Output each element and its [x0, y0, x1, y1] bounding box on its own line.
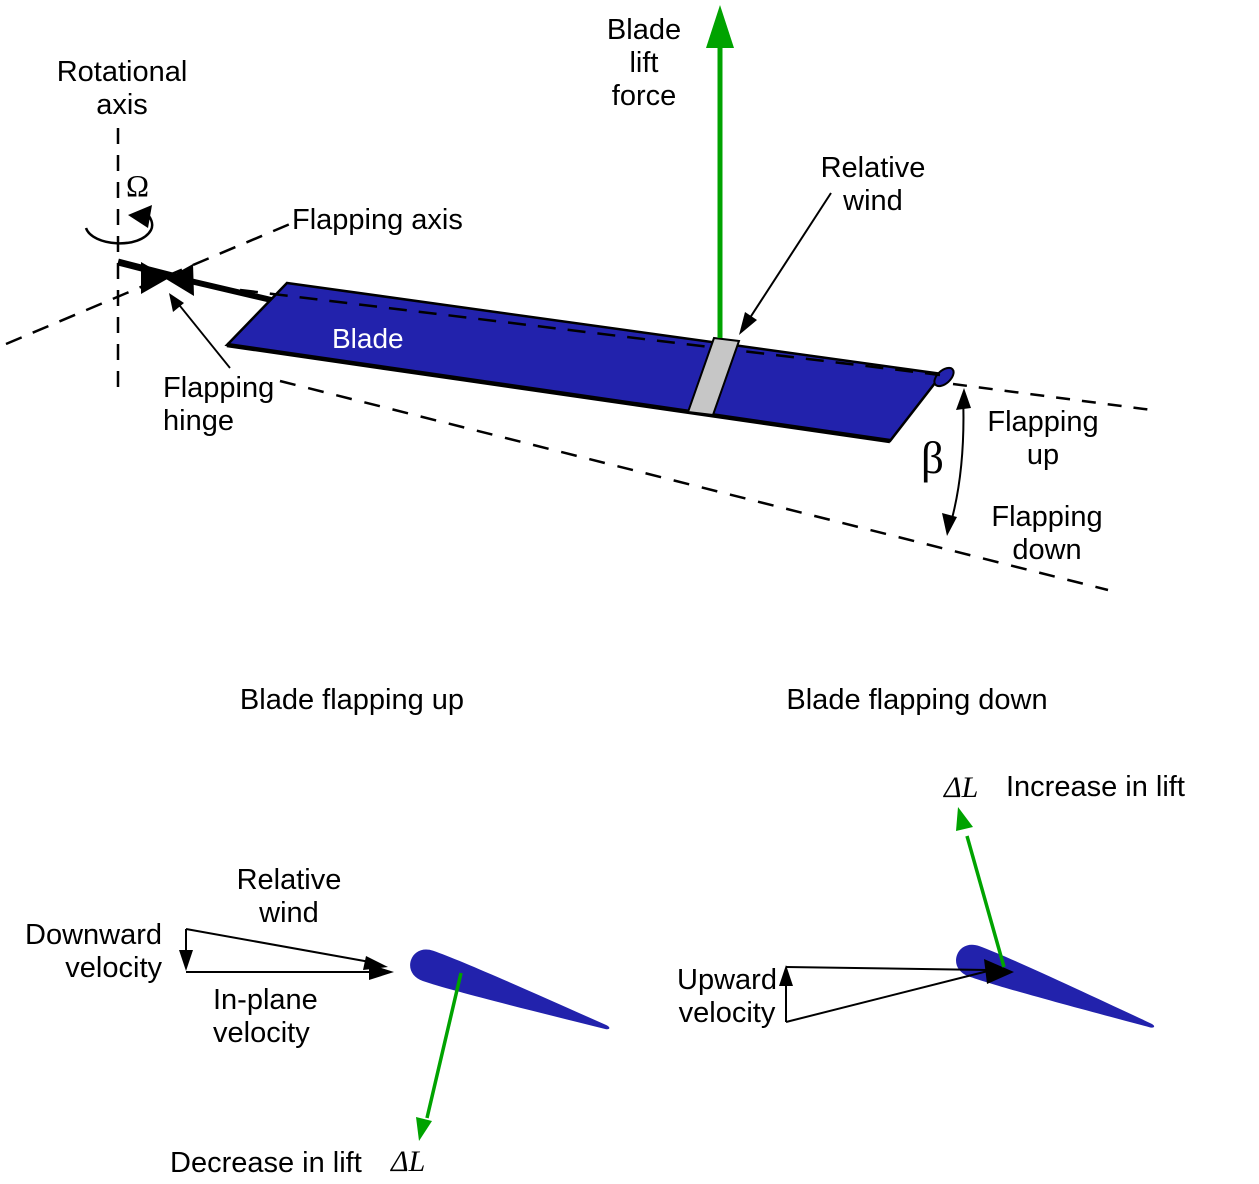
- rotational-axis-line2: axis: [96, 89, 148, 121]
- rotational-axis-line1: Rotational: [56, 56, 188, 88]
- in-plane-velocity-line2: velocity: [213, 1017, 310, 1049]
- rotation-arc: [84, 211, 154, 245]
- downward-velocity-label: Downward velocity: [20, 919, 162, 985]
- increase-in-lift-arrowhead-icon: [956, 807, 973, 831]
- flapping-down-line1: Flapping: [991, 501, 1103, 533]
- omega-symbol: Ω: [126, 168, 150, 203]
- blade-lift-force-line3: force: [611, 80, 677, 112]
- upward-velocity-line1: Upward: [677, 964, 777, 996]
- beta-arrowhead-down-icon: [942, 513, 957, 536]
- flapping-up-line2: up: [1026, 439, 1060, 471]
- upward-velocity-line2: velocity: [678, 997, 776, 1029]
- delta-l-decrease-symbol: ΔL: [391, 1145, 426, 1178]
- downward-velocity-line1: Downward: [25, 919, 162, 951]
- flapping-up-line1: Flapping: [987, 406, 1099, 438]
- flapping-up-label: Flapping up: [987, 406, 1098, 472]
- relative-wind-down-arrow: [785, 970, 989, 1023]
- relative-wind-pointer-arrowhead-icon: [739, 312, 757, 335]
- airfoil-flapping-up: [410, 949, 610, 1030]
- blade-label: Blade: [332, 323, 404, 354]
- delta-l-increase-symbol: ΔL: [944, 771, 979, 804]
- relative-wind-top-line2: wind: [843, 185, 903, 217]
- blade-bottom-edge: [226, 342, 891, 444]
- decrease-in-lift-arrow: [425, 972, 463, 1119]
- in-plane-velocity-line1: In-plane: [213, 984, 318, 1016]
- upward-velocity-label: Upward velocity: [677, 964, 777, 1030]
- relative-wind-top-line1: Relative: [820, 152, 926, 184]
- rotational-axis-label: Rotational axis: [57, 56, 188, 122]
- upward-velocity-arrowhead-icon: [779, 965, 793, 986]
- relative-wind-bl-line1: Relative: [236, 864, 342, 896]
- flapping-hinge-line1: Flapping: [163, 372, 275, 404]
- decrease-in-lift-label: Decrease in lift: [170, 1147, 362, 1179]
- downward-velocity-arrowhead-icon: [179, 950, 193, 971]
- relative-wind-pointer: [743, 192, 832, 328]
- blade-lift-force-line1: Blade: [606, 14, 682, 46]
- relative-wind-up-arrow: [185, 928, 371, 963]
- relative-wind-down-arrowhead-icon: [984, 959, 1014, 984]
- flapping-down-title: Blade flapping down: [786, 684, 1048, 716]
- flapping-hinge-label: Flapping hinge: [163, 372, 274, 438]
- flapping-hinge-pointer: [175, 300, 231, 369]
- flapping-hinge-right-wedge: [166, 264, 194, 296]
- relative-wind-up-arrowhead-icon: [363, 956, 388, 970]
- blade-tip-cap: [933, 366, 955, 388]
- decrease-in-lift-arrowhead-icon: [416, 1117, 432, 1141]
- relative-wind-bl-label: Relative wind: [237, 864, 342, 930]
- beta-arrowhead-up-icon: [956, 388, 971, 410]
- blade-lift-force-line2: lift: [629, 47, 659, 79]
- flap-up-plane-line: [952, 382, 1153, 412]
- blade-lift-force-arrowhead-icon: [706, 5, 734, 48]
- in-plane-line-down: [785, 966, 989, 971]
- flapping-hinge-pointer-arrowhead-icon: [169, 293, 184, 312]
- in-plane-velocity-label: In-plane velocity: [213, 984, 318, 1050]
- relative-wind-bl-line2: wind: [259, 897, 319, 929]
- rotation-arrowhead-icon: [128, 205, 152, 228]
- flapping-axis-label: Flapping axis: [292, 204, 463, 236]
- flapping-down-line2: down: [1012, 534, 1082, 566]
- airfoil-flapping-down: [956, 944, 1155, 1028]
- beta-symbol: β: [921, 433, 944, 483]
- flapping-hinge-left-wedge: [141, 262, 169, 294]
- increase-in-lift-arrow: [965, 835, 1006, 968]
- blade-lift-force-label: Blade lift force: [607, 14, 681, 113]
- blade-feather-axis-line: [239, 288, 941, 377]
- flapping-down-label: Flapping down: [991, 501, 1102, 567]
- relative-wind-top-label: Relative wind: [821, 152, 926, 218]
- flapping-hinge-line2: hinge: [163, 405, 234, 437]
- hinge-shaft-outer: [185, 277, 281, 305]
- flapping-up-title: Blade flapping up: [239, 684, 465, 716]
- increase-in-lift-label: Increase in lift: [1006, 771, 1185, 803]
- downward-velocity-line2: velocity: [65, 952, 162, 984]
- blade-section-strip: [686, 336, 741, 417]
- beta-angle-arc: [949, 393, 965, 527]
- flap-down-plane-line: [279, 379, 1109, 592]
